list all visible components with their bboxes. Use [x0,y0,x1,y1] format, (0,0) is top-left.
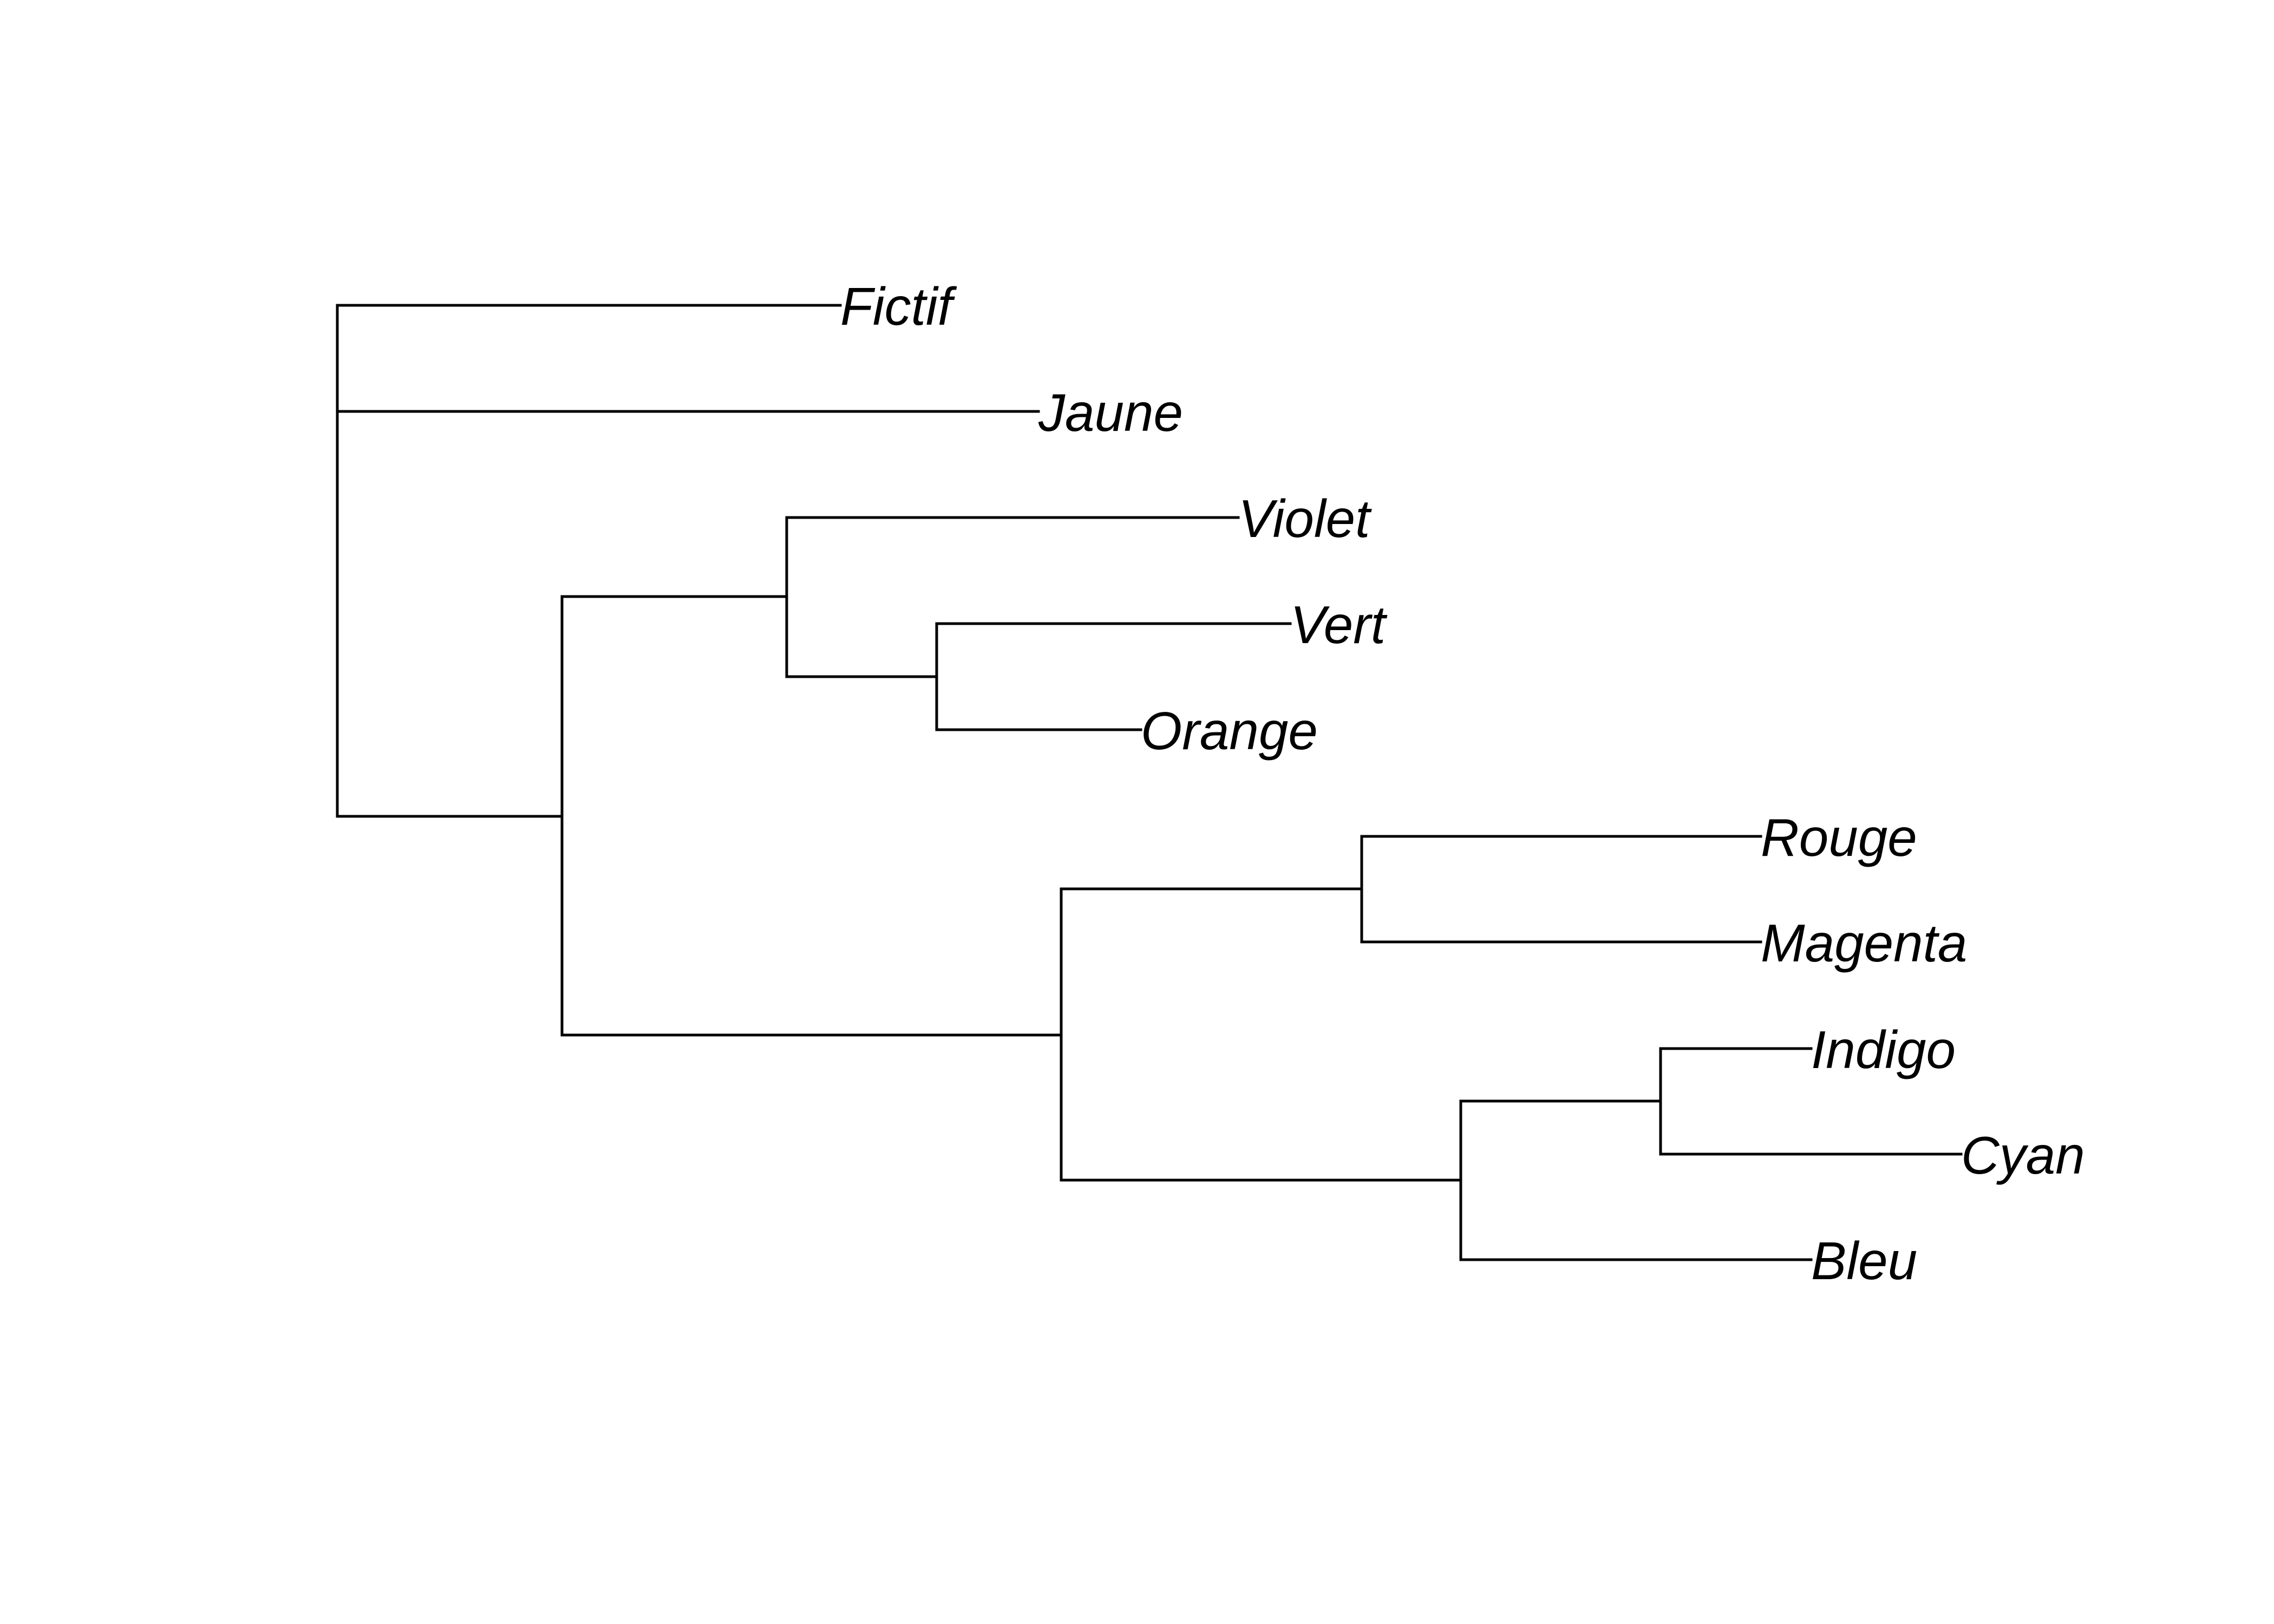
tip-label-orange: Orange [1141,701,1318,761]
tip-labels: Fictif Jaune Violet Vert Orange Rouge Ma… [840,277,2085,1291]
tip-label-violet: Violet [1238,489,1372,548]
tip-label-vert: Vert [1290,595,1388,654]
tip-label-jaune: Jaune [1038,383,1183,442]
tree-branches [336,304,1963,1261]
tip-label-fictif: Fictif [840,277,957,336]
tip-label-bleu: Bleu [1811,1231,1917,1291]
tip-label-rouge: Rouge [1761,808,1917,867]
tip-label-cyan: Cyan [1961,1125,2085,1185]
tip-label-magenta: Magenta [1761,913,1967,973]
tip-label-indigo: Indigo [1811,1020,1956,1079]
